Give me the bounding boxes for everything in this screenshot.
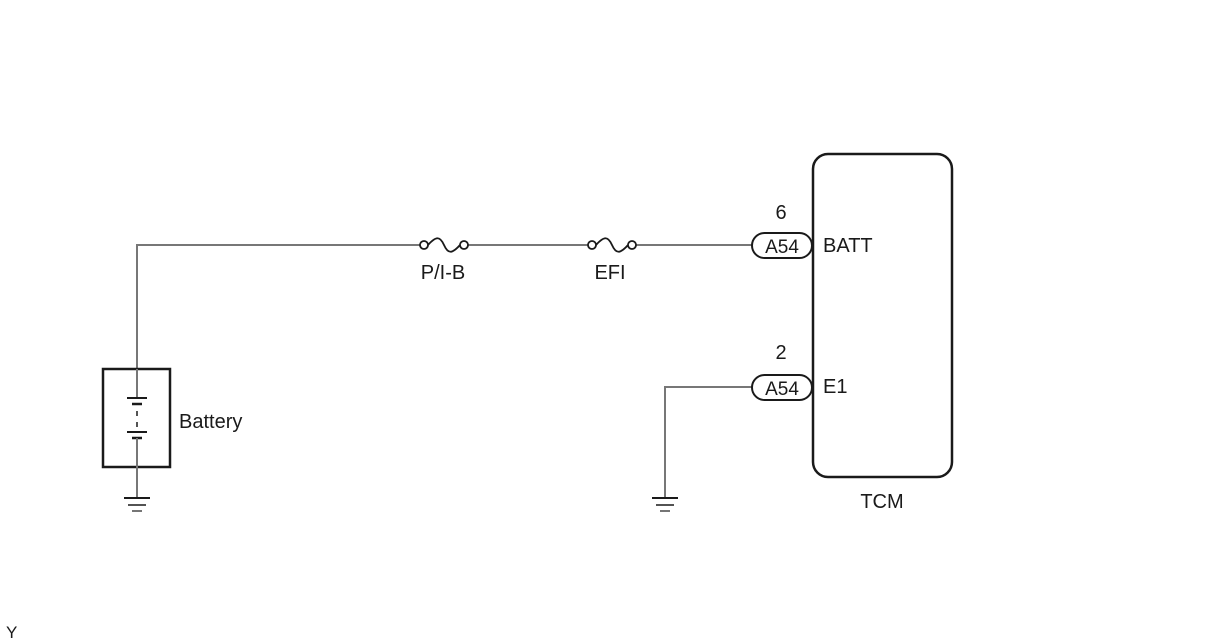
tcm-body xyxy=(811,152,954,479)
fuse-pib: P/I-B xyxy=(419,237,469,284)
tcm-ground-icon xyxy=(652,497,678,512)
pin-number-batt: 6 xyxy=(775,202,786,224)
connector-badge xyxy=(751,374,813,401)
ground-wire xyxy=(664,386,752,497)
terminal-label-e1: E1 xyxy=(823,376,847,398)
connector-batt: 6 A54 BATT xyxy=(751,202,873,259)
terminal-label-batt: BATT xyxy=(823,235,873,257)
connector-code-batt: A54 xyxy=(765,237,799,258)
figure-code: Y xyxy=(6,623,17,642)
power-wire xyxy=(136,244,752,368)
battery-ground-icon xyxy=(124,467,150,512)
battery-icon xyxy=(127,369,147,467)
fuse-icon xyxy=(419,237,469,253)
tcm-unit: TCM xyxy=(811,152,954,513)
battery-label: Battery xyxy=(179,411,242,433)
connector-e1: 2 A54 E1 xyxy=(751,342,847,401)
tcm-label: TCM xyxy=(860,491,903,513)
fuse-efi: EFI xyxy=(587,237,637,284)
fuse-label-pib: P/I-B xyxy=(421,262,465,284)
connector-code-e1: A54 xyxy=(765,379,799,400)
connector-badge xyxy=(751,232,813,259)
fuse-label-efi: EFI xyxy=(594,262,625,284)
pin-number-e1: 2 xyxy=(775,342,786,364)
fuse-icon xyxy=(587,237,637,253)
battery: Battery xyxy=(101,367,242,469)
